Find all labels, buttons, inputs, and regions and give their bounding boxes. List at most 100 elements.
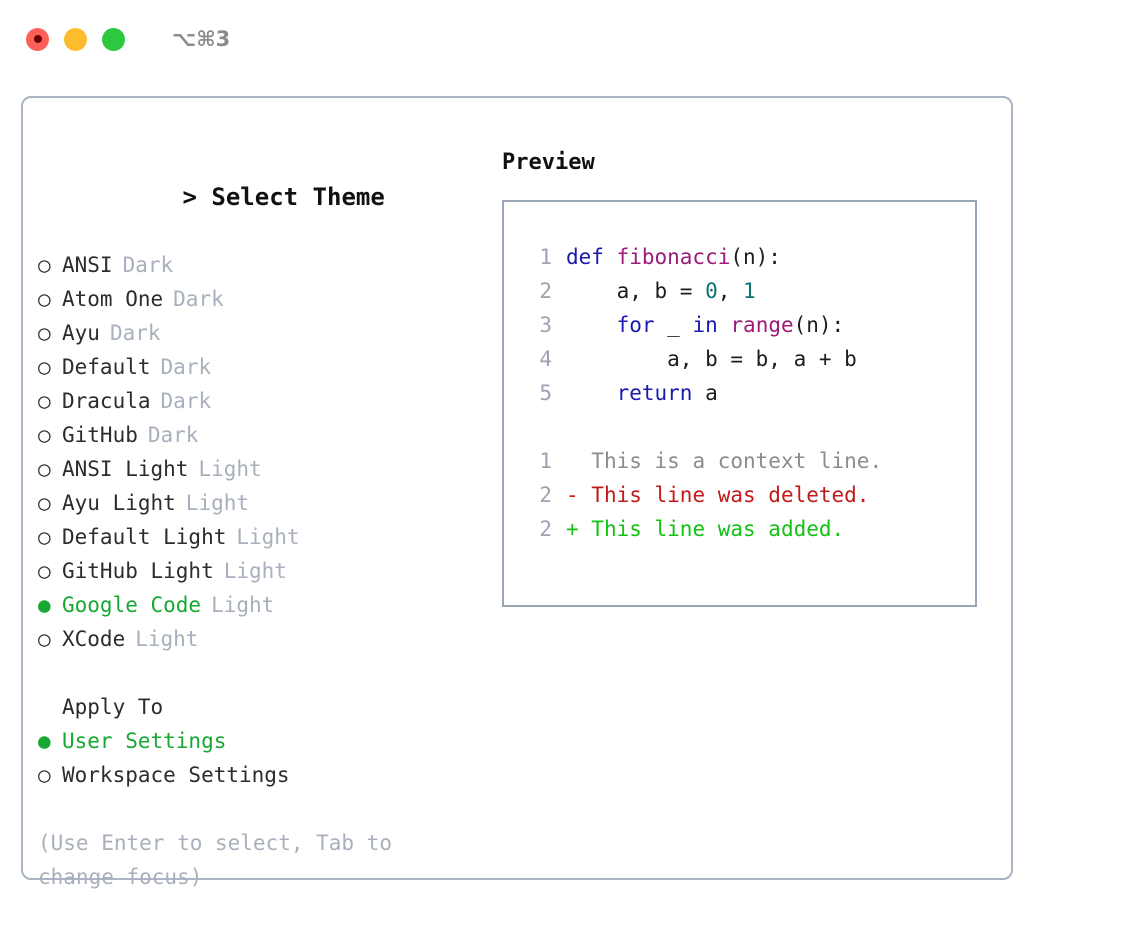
prompt-caret: > (182, 183, 212, 211)
radio-selected-icon: ● (38, 593, 51, 617)
code-token-kw: def (566, 245, 617, 269)
code-token-kw: return (616, 381, 693, 405)
keyboard-shortcut-label: ⌥⌘3 (172, 27, 231, 51)
theme-option-label: XCode (62, 627, 126, 651)
radio-unselected-icon: ○ (38, 321, 51, 345)
code-line: 4 a, b = b, a + b (522, 342, 975, 376)
code-token-fn: range (730, 313, 794, 337)
code-token-plain (566, 381, 617, 405)
keyboard-hint: (Use Enter to select, Tab to change focu… (38, 831, 405, 889)
apply-to-option-label: Workspace Settings (62, 763, 290, 787)
diff-line-ctx: 1 This is a context line. (522, 444, 975, 478)
theme-option-github-light[interactable]: ○ GitHub Light Light (38, 554, 488, 588)
close-button[interactable] (26, 27, 49, 51)
radio-unselected-icon: ○ (38, 389, 51, 413)
maximize-button[interactable] (102, 27, 125, 51)
radio-unselected-icon: ○ (38, 525, 51, 549)
theme-option-variant-badge: Light (223, 559, 287, 583)
radio-unselected-icon: ○ (38, 627, 51, 651)
theme-option-variant-badge: Dark (160, 355, 212, 379)
theme-option-label: Dracula (62, 389, 151, 413)
radio-unselected-icon: ○ (38, 253, 51, 277)
theme-option-variant-badge: Dark (160, 389, 212, 413)
theme-option-ayu-light[interactable]: ○ Ayu Light Light (38, 486, 488, 520)
line-number: 4 (539, 347, 552, 371)
radio-unselected-icon: ○ (38, 355, 51, 379)
theme-option-label: Default (62, 355, 151, 379)
apply-to-option-user-settings[interactable]: ●User Settings (38, 724, 488, 758)
diff-text: This line was deleted. (578, 483, 870, 507)
code-line-content: return a (566, 376, 718, 410)
code-token-plain: (n): (793, 313, 845, 337)
page-title: > Select Theme (38, 146, 488, 248)
theme-option-label: Ayu Light (62, 491, 176, 515)
radio-selected-icon: ● (38, 729, 51, 753)
theme-option-label: Google Code (62, 593, 202, 617)
code-line-content: a, b = 0, 1 (566, 274, 756, 308)
theme-option-variant-badge: Dark (109, 321, 161, 345)
code-token-plain: a, b = b, a + b (566, 347, 857, 371)
theme-option-default-light[interactable]: ○ Default Light Light (38, 520, 488, 554)
radio-unselected-icon: ○ (38, 491, 51, 515)
apply-to-option-workspace-settings[interactable]: ○ Workspace Settings (38, 758, 488, 792)
code-token-kw: in (692, 313, 718, 337)
code-token-num: 0 (705, 279, 718, 303)
theme-option-github[interactable]: ○ GitHub Dark (38, 418, 488, 452)
titlebar: ⌥⌘3 (0, 0, 1140, 78)
spacer (38, 656, 488, 690)
theme-option-variant-badge: Light (236, 525, 300, 549)
radio-unselected-icon: ○ (38, 559, 51, 583)
code-line-content: a, b = b, a + b (566, 342, 857, 376)
theme-option-google-code[interactable]: ● Google Code Light (38, 588, 488, 622)
page-title-text: Select Theme (211, 183, 385, 211)
diff-sample: 1 This is a context line.2- This line wa… (522, 444, 975, 546)
theme-option-variant-badge: Light (198, 457, 262, 481)
radio-unselected-icon: ○ (38, 423, 51, 447)
code-token-plain (718, 313, 731, 337)
theme-option-variant-badge: Dark (122, 253, 174, 277)
theme-option-variant-badge: Light (135, 627, 199, 651)
line-number: 3 (539, 313, 552, 337)
line-number: 2 (539, 279, 552, 303)
line-number: 2 (539, 517, 552, 541)
code-token-kw: for (616, 313, 655, 337)
diff-line-add: 2 + This line was added. (522, 512, 975, 546)
theme-option-dracula[interactable]: ○ Dracula Dark (38, 384, 488, 418)
code-line: 2 a, b = 0, 1 (522, 274, 975, 308)
diff-text: This line was added. (578, 517, 845, 541)
theme-option-xcode[interactable]: ○ XCode Light (38, 622, 488, 656)
code-line: 5 return a (522, 376, 975, 410)
radio-unselected-icon: ○ (38, 763, 51, 787)
close-dot-icon (33, 35, 42, 43)
code-token-plain: a (692, 381, 718, 405)
minimize-button[interactable] (64, 27, 87, 51)
theme-option-variant-badge: Dark (173, 287, 224, 311)
code-token-plain: _ (654, 313, 693, 337)
code-line-content: def fibonacci(n): (566, 240, 781, 274)
code-line: 3 for _ in range(n): (522, 308, 975, 342)
theme-option-label: GitHub Light (62, 559, 214, 583)
apply-to-list: ●User Settings ○ Workspace Settings (38, 724, 488, 792)
code-token-fn: fibonacci (616, 245, 731, 269)
theme-option-variant-badge: Light (185, 491, 250, 515)
theme-option-label: Default Light (62, 525, 227, 549)
radio-unselected-icon: ○ (38, 457, 51, 481)
theme-option-variant-badge: Light (211, 593, 275, 617)
window-controls (26, 27, 125, 51)
code-token-plain: , (717, 279, 744, 303)
theme-option-variant-badge: Dark (147, 423, 199, 447)
theme-option-default[interactable]: ○ Default Dark (38, 350, 488, 384)
diff-marker: + (566, 517, 579, 541)
theme-option-label: GitHub (62, 423, 138, 447)
